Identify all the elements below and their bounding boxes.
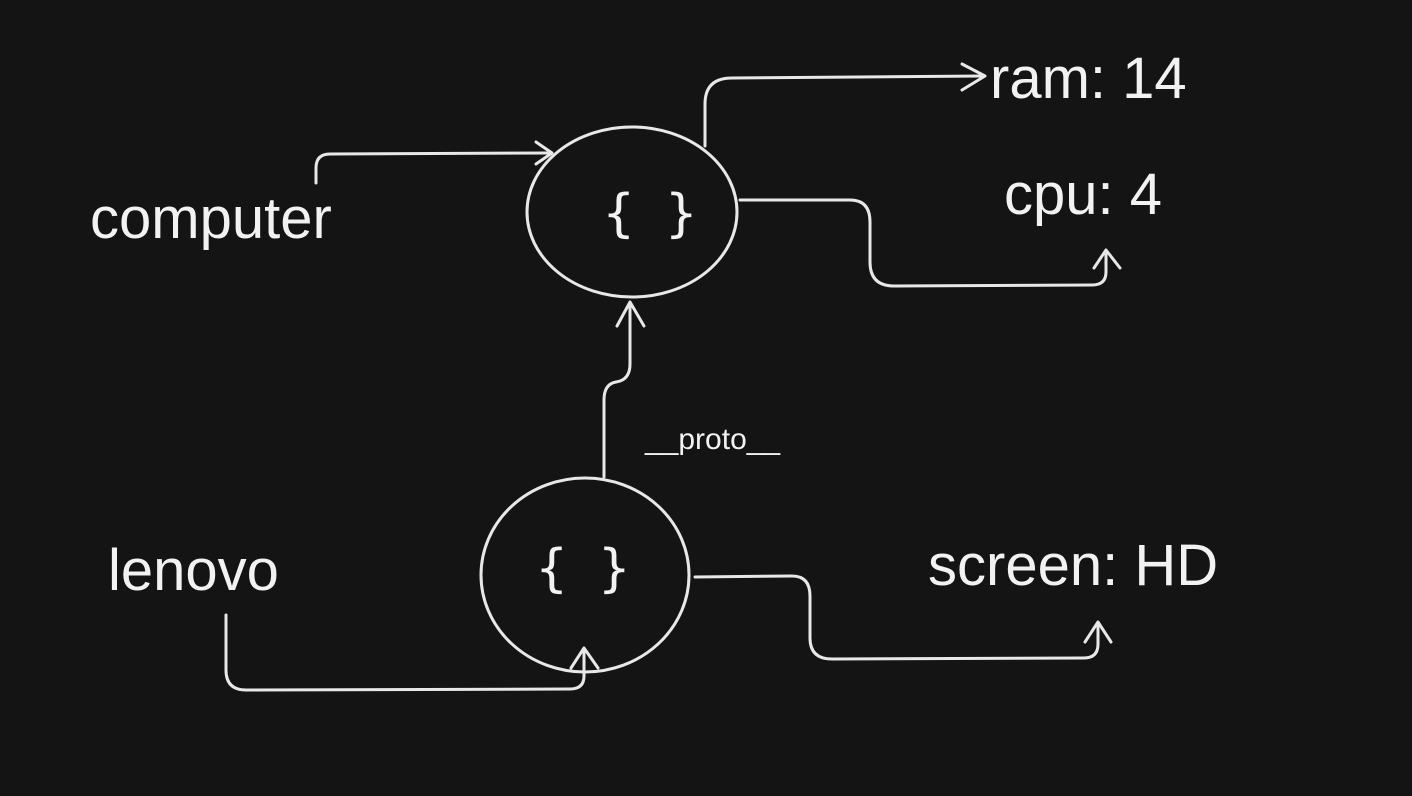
proto-link-arrow [602,302,632,479]
lenovo-label: lenovo [108,538,279,603]
proto-link-label: __proto__ [645,423,781,456]
computer-object-braces: { } [603,184,697,244]
screen-arrowhead [1083,620,1113,644]
lenovo-to-object-arrow [224,613,586,692]
screen-property-label: screen: HD [928,533,1219,598]
lenovo-arrowhead [569,646,600,670]
object-to-ram-arrow [703,74,984,148]
computer-label: computer [90,186,332,251]
object-to-cpu-arrow [738,198,1108,288]
cpu-property-label: cpu: 4 [1004,162,1162,227]
ram-property-label: ram: 14 [990,46,1187,111]
proto-arrowhead [615,300,646,328]
computer-to-object-arrow [314,151,550,185]
object-to-screen-arrow [693,574,1100,661]
computer-object-ellipse [525,125,739,299]
cpu-arrowhead [1092,248,1122,270]
lenovo-object-braces: { } [536,539,630,599]
computer-arrowhead [534,140,554,166]
ram-arrowhead [960,62,987,92]
